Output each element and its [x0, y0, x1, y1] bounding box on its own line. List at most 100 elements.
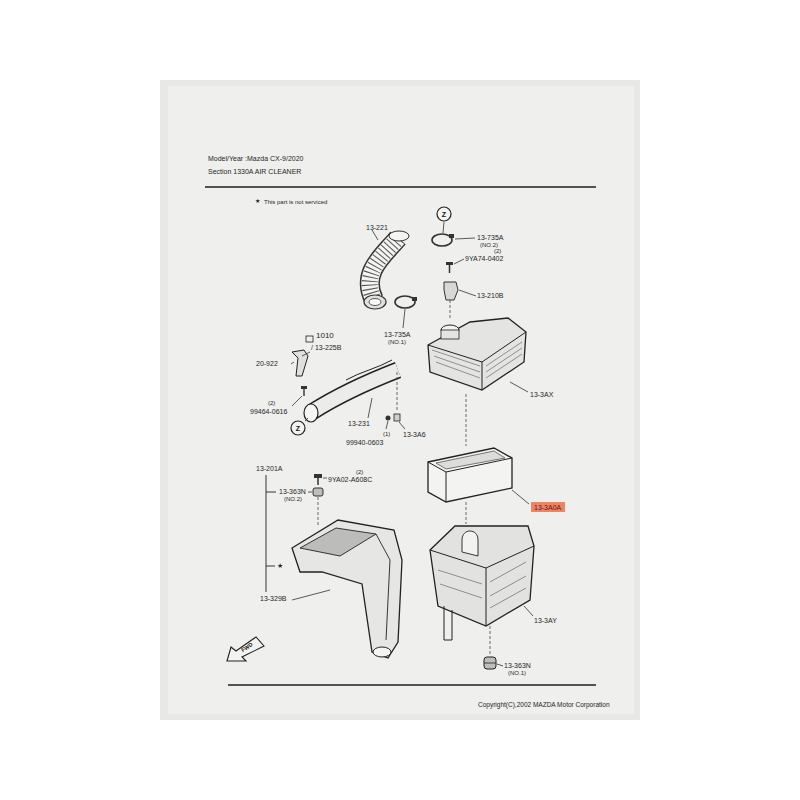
bolt — [301, 386, 307, 396]
part-number: 13-3AY — [534, 617, 557, 625]
highlight-fill — [531, 502, 565, 512]
spacer — [284, 568, 300, 570]
node-label: Z — [296, 425, 300, 432]
quantity: (2) — [494, 248, 501, 255]
note-text: This part is not serviced — [264, 199, 327, 206]
assembly-line — [450, 300, 451, 318]
part-number: 13-201A — [256, 465, 282, 473]
leader-line — [443, 222, 444, 233]
case-edge — [430, 546, 534, 626]
case-leg — [444, 606, 452, 640]
bolt-shank — [449, 265, 451, 273]
filter-frame — [428, 448, 512, 502]
grommet-body — [484, 657, 496, 669]
quantity: (2) — [356, 469, 363, 476]
duct-body — [312, 370, 398, 412]
leader-line — [510, 382, 528, 392]
duct-end — [304, 404, 318, 422]
clip — [394, 414, 400, 421]
quantity: (1) — [383, 431, 390, 438]
assembly-line — [397, 372, 398, 412]
circle-outline — [291, 421, 305, 435]
part-qualifier: (NO.2) — [480, 242, 498, 249]
part-number: 13-231 — [348, 420, 370, 428]
clamp-screw — [449, 234, 454, 238]
assembly-line — [466, 394, 467, 446]
header-text: Model/Year :Mazda CX-9/2020 — [208, 155, 303, 163]
case-inlet — [462, 531, 478, 556]
leader-line — [292, 396, 302, 406]
part-number: 13-735A — [477, 234, 503, 242]
part-number: 13-3AX — [530, 391, 553, 399]
spacer — [380, 228, 382, 303]
air-filter — [428, 448, 512, 502]
node-label: 13-3A0A — [534, 504, 561, 511]
duct-edge — [376, 534, 390, 640]
hose-end — [389, 231, 409, 241]
part-number: 20-922 — [256, 360, 278, 368]
reference-number: 1010 — [316, 332, 334, 341]
cover-edge — [482, 362, 483, 390]
paper-sheet — [168, 86, 634, 714]
photo-ground — [160, 80, 640, 720]
hose-end — [364, 295, 386, 309]
circle-outline — [437, 207, 451, 221]
node-label: Z — [442, 211, 446, 218]
footer-rule — [228, 684, 596, 685]
air-hose — [364, 231, 409, 309]
leader-line — [459, 290, 476, 296]
duct-seam — [346, 360, 392, 380]
direction-arrow: FWD — [226, 636, 266, 662]
case-body — [430, 526, 534, 626]
leader-line — [372, 230, 378, 240]
case-ribs — [438, 562, 526, 608]
leader-line — [399, 422, 405, 429]
bolt-shank — [303, 389, 304, 396]
quantity: (2) — [268, 400, 275, 407]
bolt — [314, 474, 322, 485]
star-symbol: ★ — [255, 198, 260, 205]
hose-ribs — [370, 238, 398, 300]
part-number: 13-735A — [384, 331, 410, 339]
part-number: 9YA74-0402 — [465, 255, 503, 263]
part-qualifier: (NO.1) — [388, 339, 406, 346]
assembly-line — [466, 502, 467, 524]
leader-line — [497, 664, 503, 666]
bolt — [446, 262, 453, 273]
intake-duct — [292, 520, 402, 658]
part-qualifier: (NO.2) — [284, 496, 302, 503]
highlighted-part-number: 13-3A0A — [531, 502, 565, 512]
leader-line — [454, 259, 464, 264]
leader-line — [302, 352, 310, 356]
cover-spigot — [441, 330, 459, 339]
airflow-sensor — [444, 282, 458, 300]
clamp-screw — [412, 297, 417, 301]
bolt-head — [386, 416, 391, 421]
leader-line — [386, 421, 388, 429]
bolt-head — [446, 262, 453, 265]
leader-line — [292, 590, 330, 600]
hose-bore — [369, 299, 381, 306]
part-qualifier: (NO.1) — [508, 670, 526, 677]
part-number: / 13-225B — [311, 344, 341, 352]
part-number: 13-221 — [366, 224, 388, 232]
resonator-duct — [304, 360, 398, 422]
cover-ribs — [432, 342, 522, 378]
part-number: 13-363N — [279, 488, 306, 496]
part-number: 13-210B — [477, 292, 503, 300]
part-number: 99464-0616 — [250, 408, 287, 416]
part-number: 13-329B — [260, 595, 286, 603]
filter-element — [436, 451, 505, 469]
header-rule — [205, 186, 596, 187]
grommet — [484, 657, 496, 669]
part-number: 9YA02-A608C — [328, 476, 372, 484]
leader-line — [512, 490, 529, 504]
grommet — [313, 488, 323, 496]
part-number: 13-3A6 — [403, 431, 426, 439]
bolt-head — [301, 386, 307, 389]
copyright-text: Copyright(C),2002 MAZDA Motor Corporatio… — [478, 701, 610, 708]
reference-circle: Z — [436, 206, 452, 222]
air-cleaner-case — [430, 526, 534, 640]
hose-body — [370, 238, 398, 300]
